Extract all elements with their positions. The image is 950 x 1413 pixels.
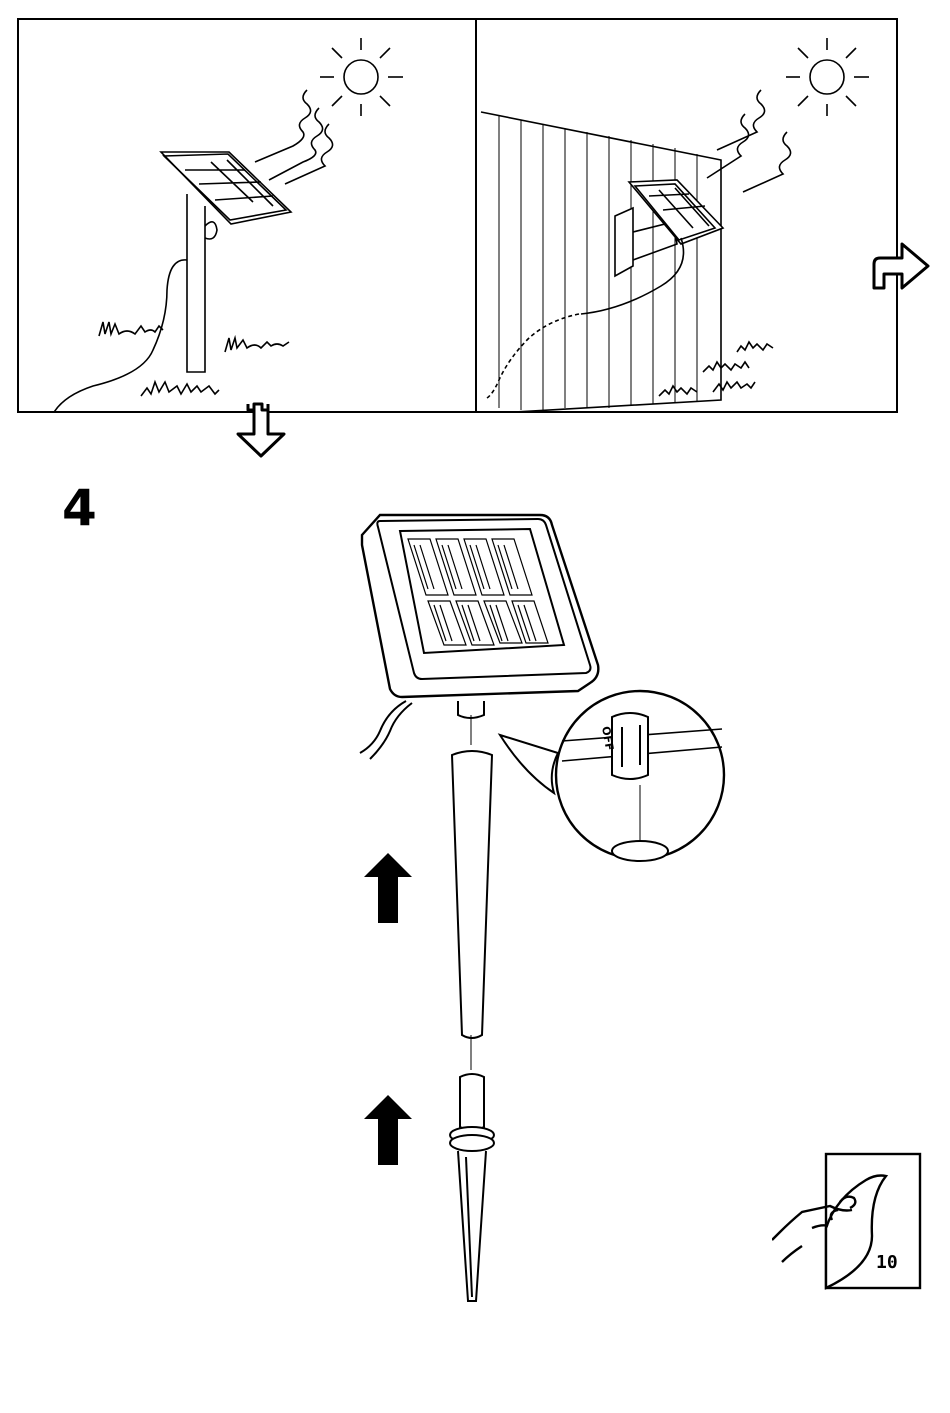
page-number: 10: [876, 1252, 898, 1273]
option-wall-mount-panel: [475, 18, 898, 413]
arrow-right-outline-icon: [868, 240, 936, 296]
turn-page-icon: [772, 1150, 924, 1290]
arrow-up-filled-icon: [364, 853, 412, 923]
arrow-up-filled-icon: [364, 1095, 412, 1165]
assembly-illustration: OFF: [340, 505, 740, 1305]
step-number: 4: [62, 478, 97, 538]
ground-stake-illustration: [19, 20, 477, 413]
option-ground-stake-panel: [17, 18, 477, 413]
sun-icon: [786, 38, 869, 116]
sun-icon: [320, 38, 403, 116]
arrow-down-outline-icon: [232, 400, 290, 460]
wall-mount-illustration: [477, 20, 898, 413]
